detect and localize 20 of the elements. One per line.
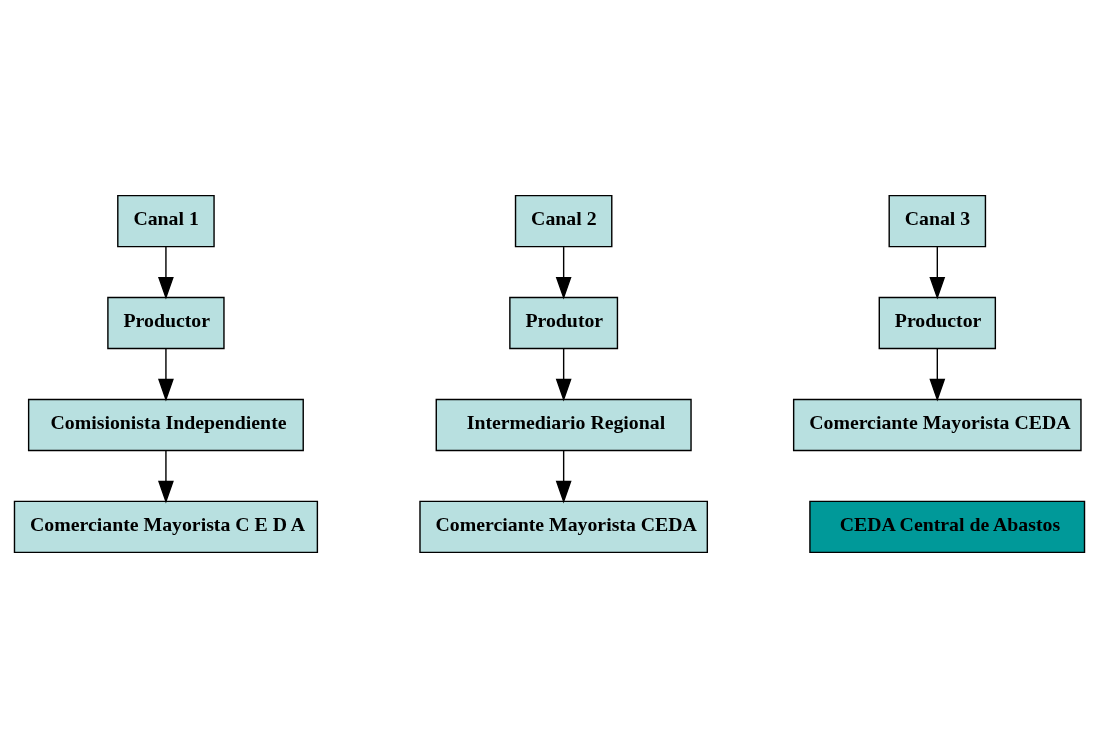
arrow — [929, 245, 946, 300]
node-box: Comerciante Mayorista CEDA — [419, 500, 709, 553]
arrow — [158, 449, 174, 503]
node-box: Comerciante Mayorista C E D A — [13, 500, 319, 553]
arrow — [929, 347, 946, 401]
arrow — [555, 347, 572, 401]
node-box: Intermediario Regional — [435, 398, 692, 451]
arrow — [555, 245, 572, 300]
node-box: Comisionista Independiente — [27, 398, 304, 451]
node-box: Productor — [107, 296, 225, 349]
arrow — [158, 245, 174, 300]
arrow — [158, 347, 174, 401]
node-box: Produtor — [509, 296, 619, 349]
node-box: Productor — [878, 296, 997, 349]
node-box: Comerciante Mayorista CEDA — [792, 398, 1082, 451]
node-box: CEDA Central de Abastos — [809, 500, 1086, 553]
node-box: Canal 1 — [117, 194, 215, 247]
node-box: Canal 2 — [514, 194, 613, 247]
node-box: Canal 3 — [888, 194, 987, 247]
arrow — [555, 449, 572, 503]
